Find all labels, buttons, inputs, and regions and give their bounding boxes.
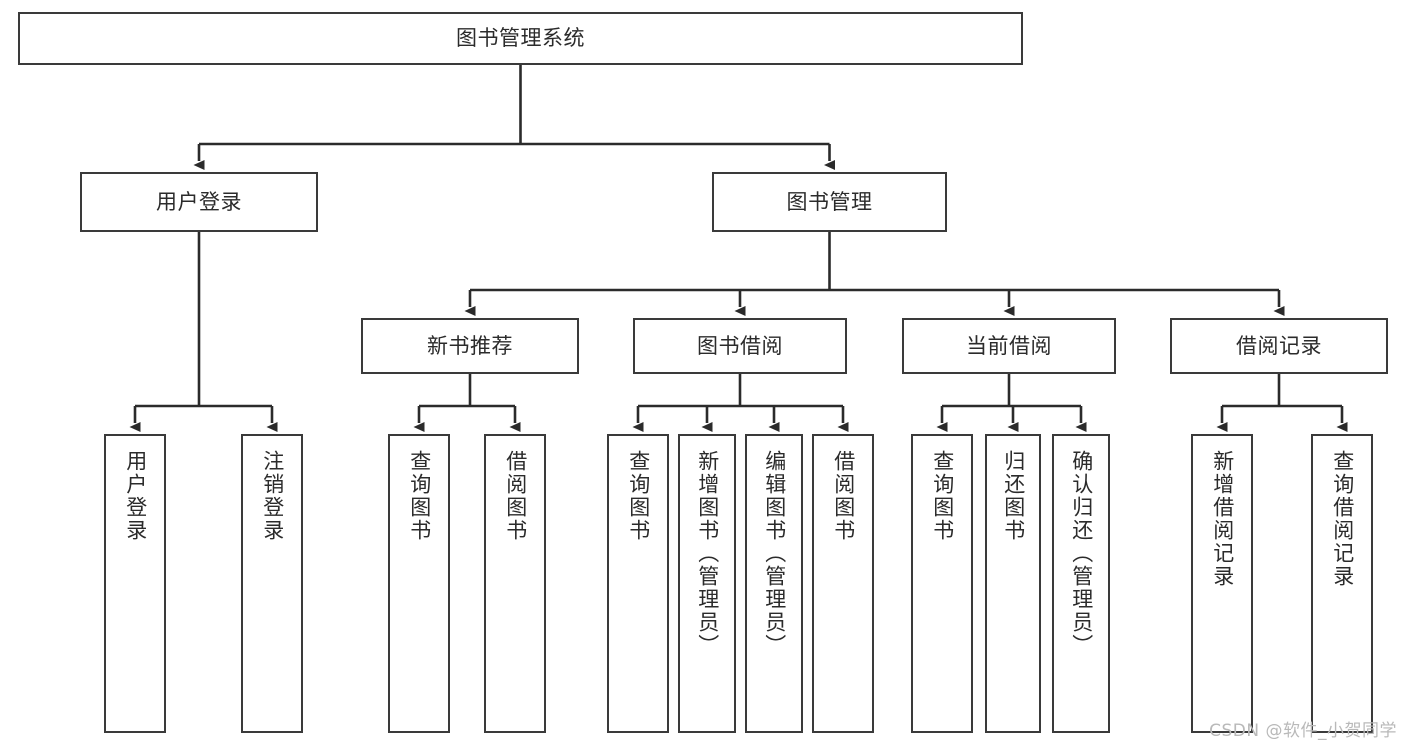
node-root-label: 图书管理系统	[456, 26, 585, 51]
node-leaf-logout[interactable]: 注销登录	[241, 434, 303, 733]
node-leaf-query-borrow-record[interactable]: 查询借阅记录	[1311, 434, 1373, 733]
node-book-manage[interactable]: 图书管理	[712, 172, 947, 232]
node-borrow-record-label: 借阅记录	[1236, 333, 1322, 358]
node-leaf-add-borrow-record-label: 新增借阅记录	[1210, 450, 1235, 588]
node-leaf-user-login[interactable]: 用户登录	[104, 434, 166, 733]
node-leaf-query-book-3-label: 查询图书	[930, 450, 955, 542]
node-leaf-borrow-book-2[interactable]: 借阅图书	[812, 434, 874, 733]
node-current-borrow-label: 当前借阅	[966, 333, 1052, 358]
node-leaf-add-book-label: 新增图书（管理员）	[695, 450, 720, 657]
watermark: CSDN @软件_小贺同学	[1209, 721, 1397, 741]
node-root[interactable]: 图书管理系统	[18, 12, 1023, 65]
node-leaf-return-book-label: 归还图书	[1001, 450, 1026, 542]
node-leaf-confirm-return-label: 确认归还（管理员）	[1069, 450, 1094, 657]
node-new-book-recommend[interactable]: 新书推荐	[361, 318, 579, 374]
node-leaf-query-book-3[interactable]: 查询图书	[911, 434, 973, 733]
node-leaf-confirm-return[interactable]: 确认归还（管理员）	[1052, 434, 1110, 733]
node-leaf-query-book-2-label: 查询图书	[626, 450, 651, 542]
node-user-login[interactable]: 用户登录	[80, 172, 318, 232]
node-current-borrow[interactable]: 当前借阅	[902, 318, 1116, 374]
node-book-borrow-label: 图书借阅	[697, 333, 783, 358]
node-leaf-borrow-book-2-label: 借阅图书	[831, 450, 856, 542]
node-leaf-query-book-1[interactable]: 查询图书	[388, 434, 450, 733]
node-leaf-logout-label: 注销登录	[260, 450, 285, 542]
node-leaf-add-book[interactable]: 新增图书（管理员）	[678, 434, 736, 733]
node-book-manage-label: 图书管理	[786, 189, 873, 214]
node-leaf-add-borrow-record[interactable]: 新增借阅记录	[1191, 434, 1253, 733]
node-new-book-recommend-label: 新书推荐	[427, 333, 513, 358]
node-leaf-query-book-2[interactable]: 查询图书	[607, 434, 669, 733]
node-leaf-query-borrow-record-label: 查询借阅记录	[1330, 450, 1355, 588]
node-leaf-edit-book[interactable]: 编辑图书（管理员）	[745, 434, 803, 733]
node-leaf-user-login-label: 用户登录	[123, 450, 148, 542]
node-leaf-edit-book-label: 编辑图书（管理员）	[762, 450, 787, 657]
node-leaf-borrow-book-1-label: 借阅图书	[503, 450, 528, 542]
node-borrow-record[interactable]: 借阅记录	[1170, 318, 1388, 374]
node-leaf-query-book-1-label: 查询图书	[407, 450, 432, 542]
node-user-login-label: 用户登录	[156, 189, 242, 214]
node-leaf-return-book[interactable]: 归还图书	[985, 434, 1041, 733]
node-book-borrow[interactable]: 图书借阅	[633, 318, 847, 374]
node-leaf-borrow-book-1[interactable]: 借阅图书	[484, 434, 546, 733]
